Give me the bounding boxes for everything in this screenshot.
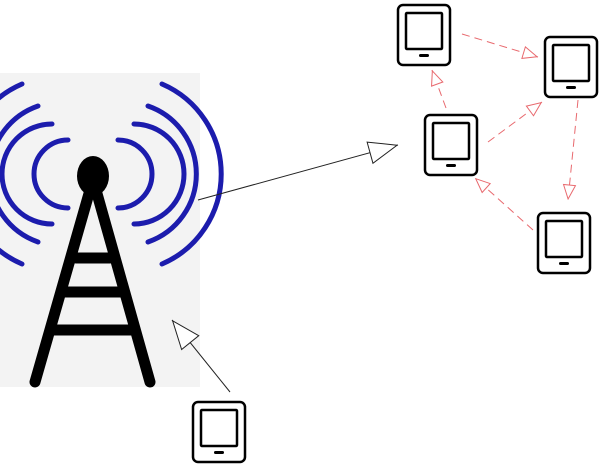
radio-wave-left-3 <box>0 103 41 245</box>
phone-top-right <box>543 35 599 99</box>
link-top-left-to-top-right <box>461 33 538 57</box>
radio-wave-right-1 <box>115 137 155 211</box>
link-phone-to-tower <box>171 319 231 393</box>
radio-wave-right-4 <box>159 81 224 267</box>
radio-wave-left-2 <box>0 121 55 227</box>
phone-bottom <box>191 400 247 464</box>
phone-relay <box>423 113 479 177</box>
cell-tower-icon <box>0 73 224 388</box>
radio-waves <box>0 81 224 267</box>
tower-leg-left <box>29 184 96 388</box>
link-top-right-to-bottom-right <box>568 99 579 200</box>
smartphone-icon <box>536 211 592 275</box>
radio-wave-right-3 <box>145 103 199 245</box>
smartphone-icon <box>543 35 599 99</box>
smartphone-icon <box>423 113 479 177</box>
link-relay-to-top-left <box>432 70 447 109</box>
tower-leg-right <box>90 184 156 388</box>
smartphone-icon <box>396 3 452 67</box>
peer-links <box>432 33 579 231</box>
phone-top-left <box>396 3 452 67</box>
radio-wave-right-2 <box>131 121 187 227</box>
link-relay-to-top-right <box>487 101 543 143</box>
phone-bottom-right <box>536 211 592 275</box>
links <box>171 33 579 393</box>
radio-wave-left-1 <box>31 137 71 211</box>
antenna-head <box>77 156 109 196</box>
smartphone-icon <box>191 400 247 464</box>
link-tower-to-relay <box>197 145 398 201</box>
tower-structure <box>29 184 156 388</box>
